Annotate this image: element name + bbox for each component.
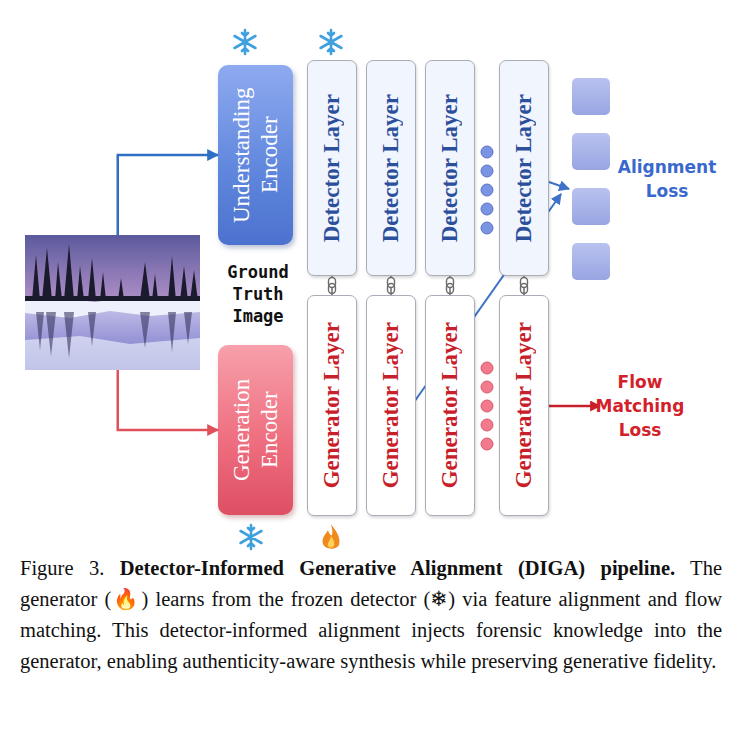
landscape-photo: [25, 235, 200, 370]
connector: [447, 276, 454, 295]
layer-label: Generator Layer: [319, 322, 345, 488]
layer-label: Detector Layer: [511, 94, 537, 242]
connector: [329, 276, 336, 295]
connector: [118, 155, 218, 235]
image-label: Ground Truth Image: [215, 261, 301, 327]
layer-label: Generator Layer: [437, 322, 463, 488]
layer-label: Generator Layer: [511, 322, 537, 488]
flame-icon: [323, 524, 340, 549]
image-node: Ground Truth Image: [25, 235, 200, 370]
connector: [521, 276, 528, 295]
generator-layer-box: Generator Layer: [366, 295, 416, 516]
layer-label: Detector Layer: [437, 94, 463, 242]
flow-loss-arrow: [549, 405, 600, 408]
detector-layer-box: Detector Layer: [499, 60, 549, 276]
detector-layer-box: Detector Layer: [366, 60, 416, 276]
feature-token: [572, 78, 610, 280]
detector-layer-box: Detector Layer: [307, 60, 357, 276]
layer-label: Detector Layer: [378, 94, 404, 242]
alignment-arrow: [549, 182, 569, 189]
loss-label: Flow Matching Loss: [580, 370, 700, 442]
loss-label: Alignment Loss: [612, 155, 722, 203]
detector-layer-box: Detector Layer: [425, 60, 475, 276]
encoder-box: Generation Encoder: [218, 345, 293, 515]
connector: [388, 276, 395, 295]
figure-caption: Figure 3. Detector-Informed Generative A…: [20, 553, 722, 677]
connector: [118, 370, 218, 430]
generator-layer-box: Generator Layer: [307, 295, 357, 516]
omission-dots: [481, 362, 493, 450]
generator-layer-box: Generator Layer: [425, 295, 475, 516]
encoder-label: Understanding Encoder: [228, 69, 284, 241]
layer-label: Generator Layer: [378, 322, 404, 488]
layer-label: Detector Layer: [319, 94, 345, 242]
encoder-box: Understanding Encoder: [218, 65, 293, 245]
generator-layer-box: Generator Layer: [499, 295, 549, 516]
encoder-label: Generation Encoder: [228, 344, 284, 516]
omission-dots: [481, 146, 493, 234]
